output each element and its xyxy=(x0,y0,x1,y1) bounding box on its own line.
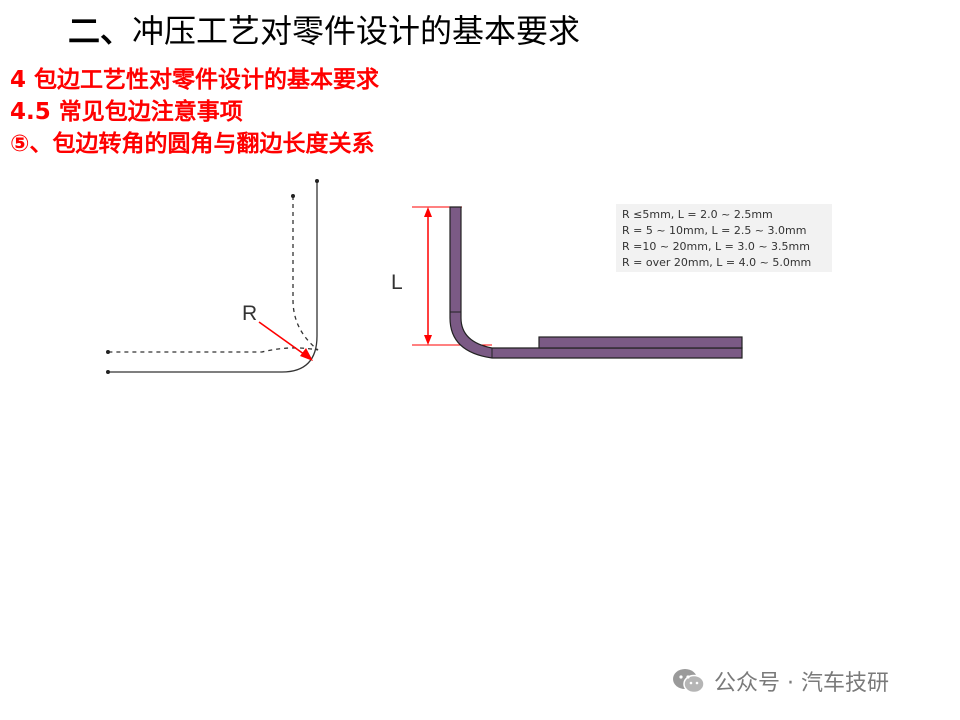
radius-label: R xyxy=(242,302,257,325)
end-point xyxy=(106,350,110,354)
watermark-text: 公众号 · 汽车技研 xyxy=(714,671,889,696)
inner-panel xyxy=(538,336,743,349)
title-text: 冲压工艺对零件设计的基本要求 xyxy=(132,12,581,50)
length-label: L xyxy=(391,271,403,294)
spec-row: R = over 20mm, L = 4.0 ~ 5.0mm xyxy=(622,256,812,269)
arrow-head xyxy=(300,348,313,361)
radius-arrow xyxy=(258,321,309,358)
outer-panel xyxy=(449,206,743,359)
spec-row: R = 5 ~ 10mm, L = 2.5 ~ 3.0mm xyxy=(622,224,807,237)
arrow-head-top xyxy=(424,207,432,217)
page-title: 二、冲压工艺对零件设计的基本要求 xyxy=(68,6,580,52)
radius-sketch: R xyxy=(106,179,319,374)
spec-table: R ≤5mm, L = 2.0 ~ 2.5mm R = 5 ~ 10mm, L … xyxy=(616,204,832,272)
wechat-icon xyxy=(673,669,705,694)
inner-dashed-contour xyxy=(108,196,319,353)
hem-section: L xyxy=(391,206,743,359)
section-heading: 4 包边工艺性对零件设计的基本要求 xyxy=(10,67,380,93)
arrow-head-bottom xyxy=(424,335,432,345)
outer-contour xyxy=(108,181,318,373)
spec-row: R ≤5mm, L = 2.0 ~ 2.5mm xyxy=(622,208,773,221)
spec-row: R =10 ~ 20mm, L = 3.0 ~ 3.5mm xyxy=(622,240,810,253)
end-point xyxy=(315,179,319,183)
watermark: 公众号 · 汽车技研 xyxy=(672,666,889,696)
end-point xyxy=(291,194,295,198)
end-point xyxy=(106,370,110,374)
title-lead: 二、 xyxy=(68,12,133,50)
subsection-heading: 4.5 常见包边注意事项 xyxy=(10,99,243,125)
topic-heading: ⑤、包边转角的圆角与翻边长度关系 xyxy=(10,131,375,157)
